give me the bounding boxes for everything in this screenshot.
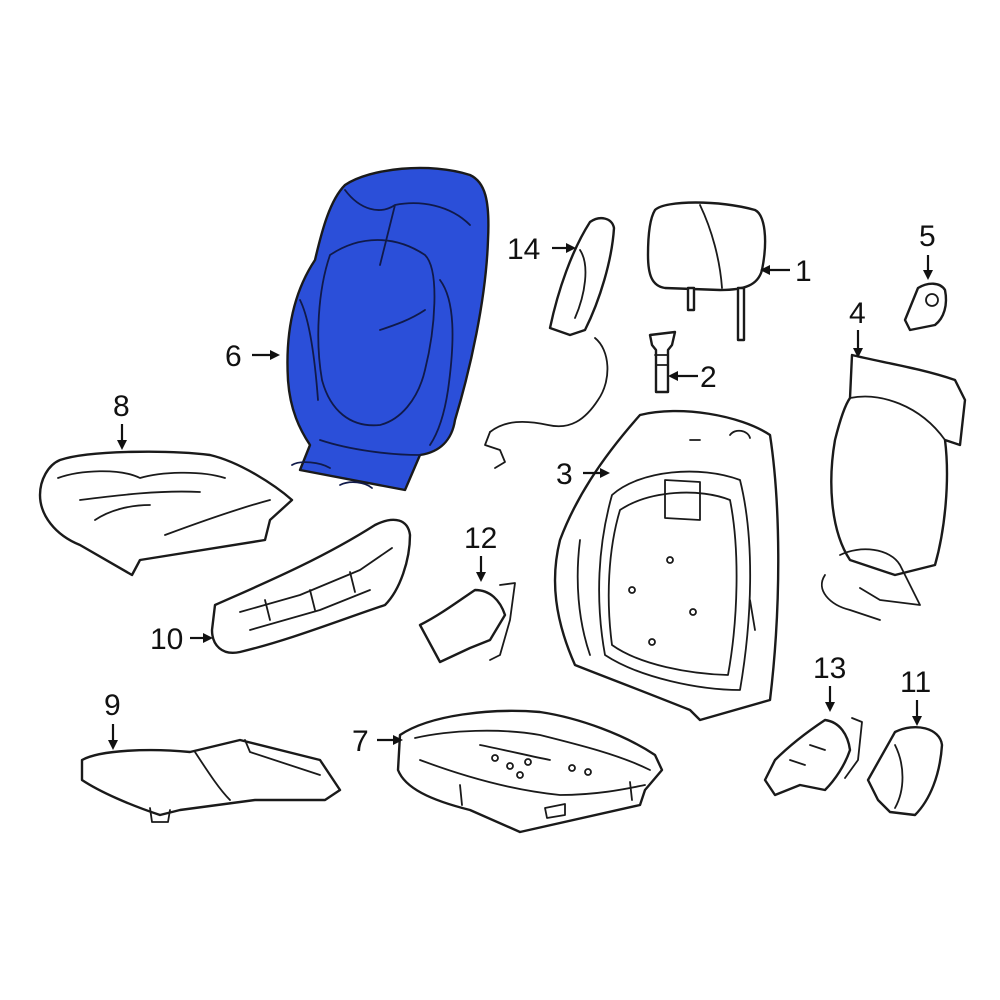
callout-4: 4 xyxy=(849,297,866,330)
callout-8: 8 xyxy=(113,390,130,423)
callout-3: 3 xyxy=(556,458,573,491)
callout-arrows xyxy=(108,243,933,750)
callout-labels: 1 2 3 4 5 6 7 8 9 10 11 12 13 14 xyxy=(104,220,936,758)
callout-13: 13 xyxy=(813,652,846,685)
callout-9: 9 xyxy=(104,689,121,722)
callout-11: 11 xyxy=(900,666,931,699)
part-1-headrest[interactable] xyxy=(646,201,767,342)
callout-14: 14 xyxy=(507,233,540,266)
callout-7: 7 xyxy=(352,725,369,758)
part-4-back-panel[interactable] xyxy=(820,353,967,621)
part-9-lower-trim[interactable] xyxy=(80,738,342,823)
part-3-seat-back-frame[interactable] xyxy=(553,409,780,722)
part-5-clip[interactable] xyxy=(903,282,948,332)
part-14-side-trim[interactable] xyxy=(484,216,616,469)
callout-10: 10 xyxy=(150,623,183,656)
callout-2: 2 xyxy=(700,361,717,394)
callout-1: 1 xyxy=(795,255,812,288)
part-13-recliner-bracket[interactable] xyxy=(763,717,863,797)
part-8-seat-cushion-cover[interactable] xyxy=(38,450,294,577)
part-12-bracket[interactable] xyxy=(418,582,516,664)
part-11-side-cover[interactable] xyxy=(866,725,944,817)
callout-12: 12 xyxy=(464,522,497,555)
part-7-seat-pan[interactable] xyxy=(396,709,664,834)
callout-6: 6 xyxy=(225,340,242,373)
part-10-side-shield[interactable] xyxy=(210,518,412,655)
callout-5: 5 xyxy=(919,220,936,253)
part-6-seat-back-cover[interactable] xyxy=(286,166,490,492)
part-2-headrest-guide[interactable] xyxy=(648,330,677,394)
